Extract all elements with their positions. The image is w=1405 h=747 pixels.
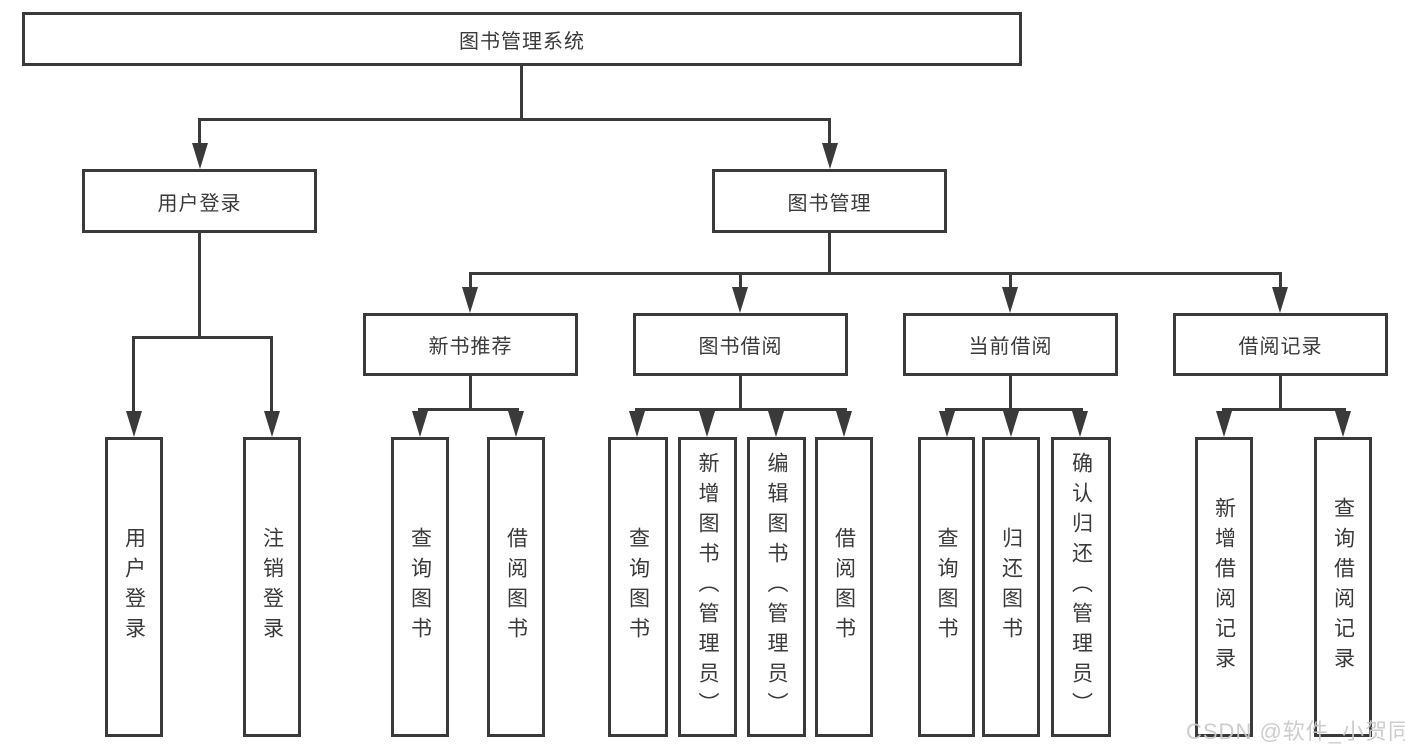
arrowhead-icon (836, 411, 852, 437)
arrowhead-icon (699, 411, 715, 437)
node-book-borrowing: 图书借阅 (633, 313, 848, 376)
connector-line (739, 274, 742, 289)
connector-line (1279, 274, 1282, 289)
connector-line (1279, 374, 1282, 410)
node-label: 新增图书（管理员） (696, 452, 720, 722)
connector-line (945, 408, 1083, 411)
leaf-bb-query-books: 查询图书 (608, 437, 668, 737)
arrowhead-icon (1003, 411, 1019, 437)
leaf-cb-query-books: 查询图书 (918, 437, 975, 737)
node-label: 查询图书 (408, 527, 432, 647)
leaf-br-query-record: 查询借阅记录 (1314, 437, 1372, 737)
leaf-bb-borrow-books: 借阅图书 (815, 437, 873, 737)
connector-line (469, 274, 472, 289)
node-label: 新书推荐 (428, 336, 513, 358)
node-label: 归还图书 (999, 527, 1023, 647)
leaf-cb-confirm-return-admin: 确认归还（管理员） (1051, 437, 1111, 737)
leaf-logout-login: 注销登录 (243, 437, 301, 737)
node-book-management: 图书管理 (712, 169, 947, 233)
node-library-system: 图书管理系统 (22, 12, 1022, 66)
node-label: 图书管理系统 (459, 30, 585, 53)
connector-line (635, 408, 847, 411)
arrowhead-icon (732, 287, 748, 313)
leaf-nb-borrow-books: 借阅图书 (487, 437, 545, 737)
leaf-user-login: 用户登录 (105, 437, 163, 737)
connector-line (270, 338, 273, 412)
arrowhead-icon (192, 143, 208, 169)
arrowhead-icon (939, 411, 955, 437)
node-label: 图书借阅 (698, 336, 783, 358)
leaf-nb-query-books: 查询图书 (391, 437, 449, 737)
node-label: 查询图书 (935, 527, 959, 647)
node-borrowing-records: 借阅记录 (1173, 313, 1388, 376)
node-label: 确认归还（管理员） (1069, 452, 1093, 722)
leaf-bb-add-books-admin: 新增图书（管理员） (678, 437, 737, 737)
node-label: 新增借阅记录 (1212, 497, 1236, 677)
arrowhead-icon (126, 411, 142, 437)
connector-line (1009, 274, 1012, 289)
arrowhead-icon (508, 411, 524, 437)
node-new-book-recommend: 新书推荐 (363, 313, 578, 376)
arrowhead-icon (1072, 411, 1088, 437)
leaf-br-add-record: 新增借阅记录 (1195, 437, 1253, 737)
arrowhead-icon (822, 143, 838, 169)
connector-line (739, 374, 742, 410)
node-label: 查询图书 (626, 527, 650, 647)
arrowhead-icon (1272, 287, 1288, 313)
node-label: 用户登录 (157, 192, 242, 215)
node-label: 借阅图书 (504, 527, 528, 647)
connector-line (520, 66, 523, 120)
node-current-borrowing: 当前借阅 (903, 313, 1118, 376)
node-label: 用户登录 (122, 527, 146, 647)
csdn-watermark: CSDN @软件_小贺同学 (1186, 719, 1405, 744)
leaf-bb-edit-books-admin: 编辑图书（管理员） (747, 437, 806, 737)
arrowhead-icon (1002, 287, 1018, 313)
node-label: 当前借阅 (968, 336, 1053, 358)
node-label: 借阅图书 (832, 527, 856, 647)
connector-line (198, 120, 201, 146)
arrowhead-icon (264, 411, 280, 437)
arrowhead-icon (1335, 411, 1351, 437)
connector-line (198, 231, 201, 338)
connector-line (469, 374, 472, 410)
connector-line (198, 118, 831, 121)
arrowhead-icon (629, 411, 645, 437)
connector-line (132, 336, 273, 339)
connector-line (828, 120, 831, 146)
arrowhead-icon (412, 411, 428, 437)
connector-line (1222, 408, 1346, 411)
arrowhead-icon (462, 287, 478, 313)
connector-line (828, 231, 831, 274)
node-label: 查询借阅记录 (1331, 497, 1355, 677)
connector-line (1009, 374, 1012, 410)
leaf-cb-return-books: 归还图书 (982, 437, 1040, 737)
node-user-login: 用户登录 (82, 169, 317, 233)
connector-line (418, 408, 519, 411)
node-label: 借阅记录 (1238, 336, 1323, 358)
connector-line (469, 272, 1282, 275)
node-label: 图书管理 (787, 192, 872, 215)
arrowhead-icon (768, 411, 784, 437)
connector-line (132, 338, 135, 412)
node-label: 注销登录 (260, 527, 284, 647)
node-label: 编辑图书（管理员） (765, 452, 789, 722)
arrowhead-icon (1216, 411, 1232, 437)
